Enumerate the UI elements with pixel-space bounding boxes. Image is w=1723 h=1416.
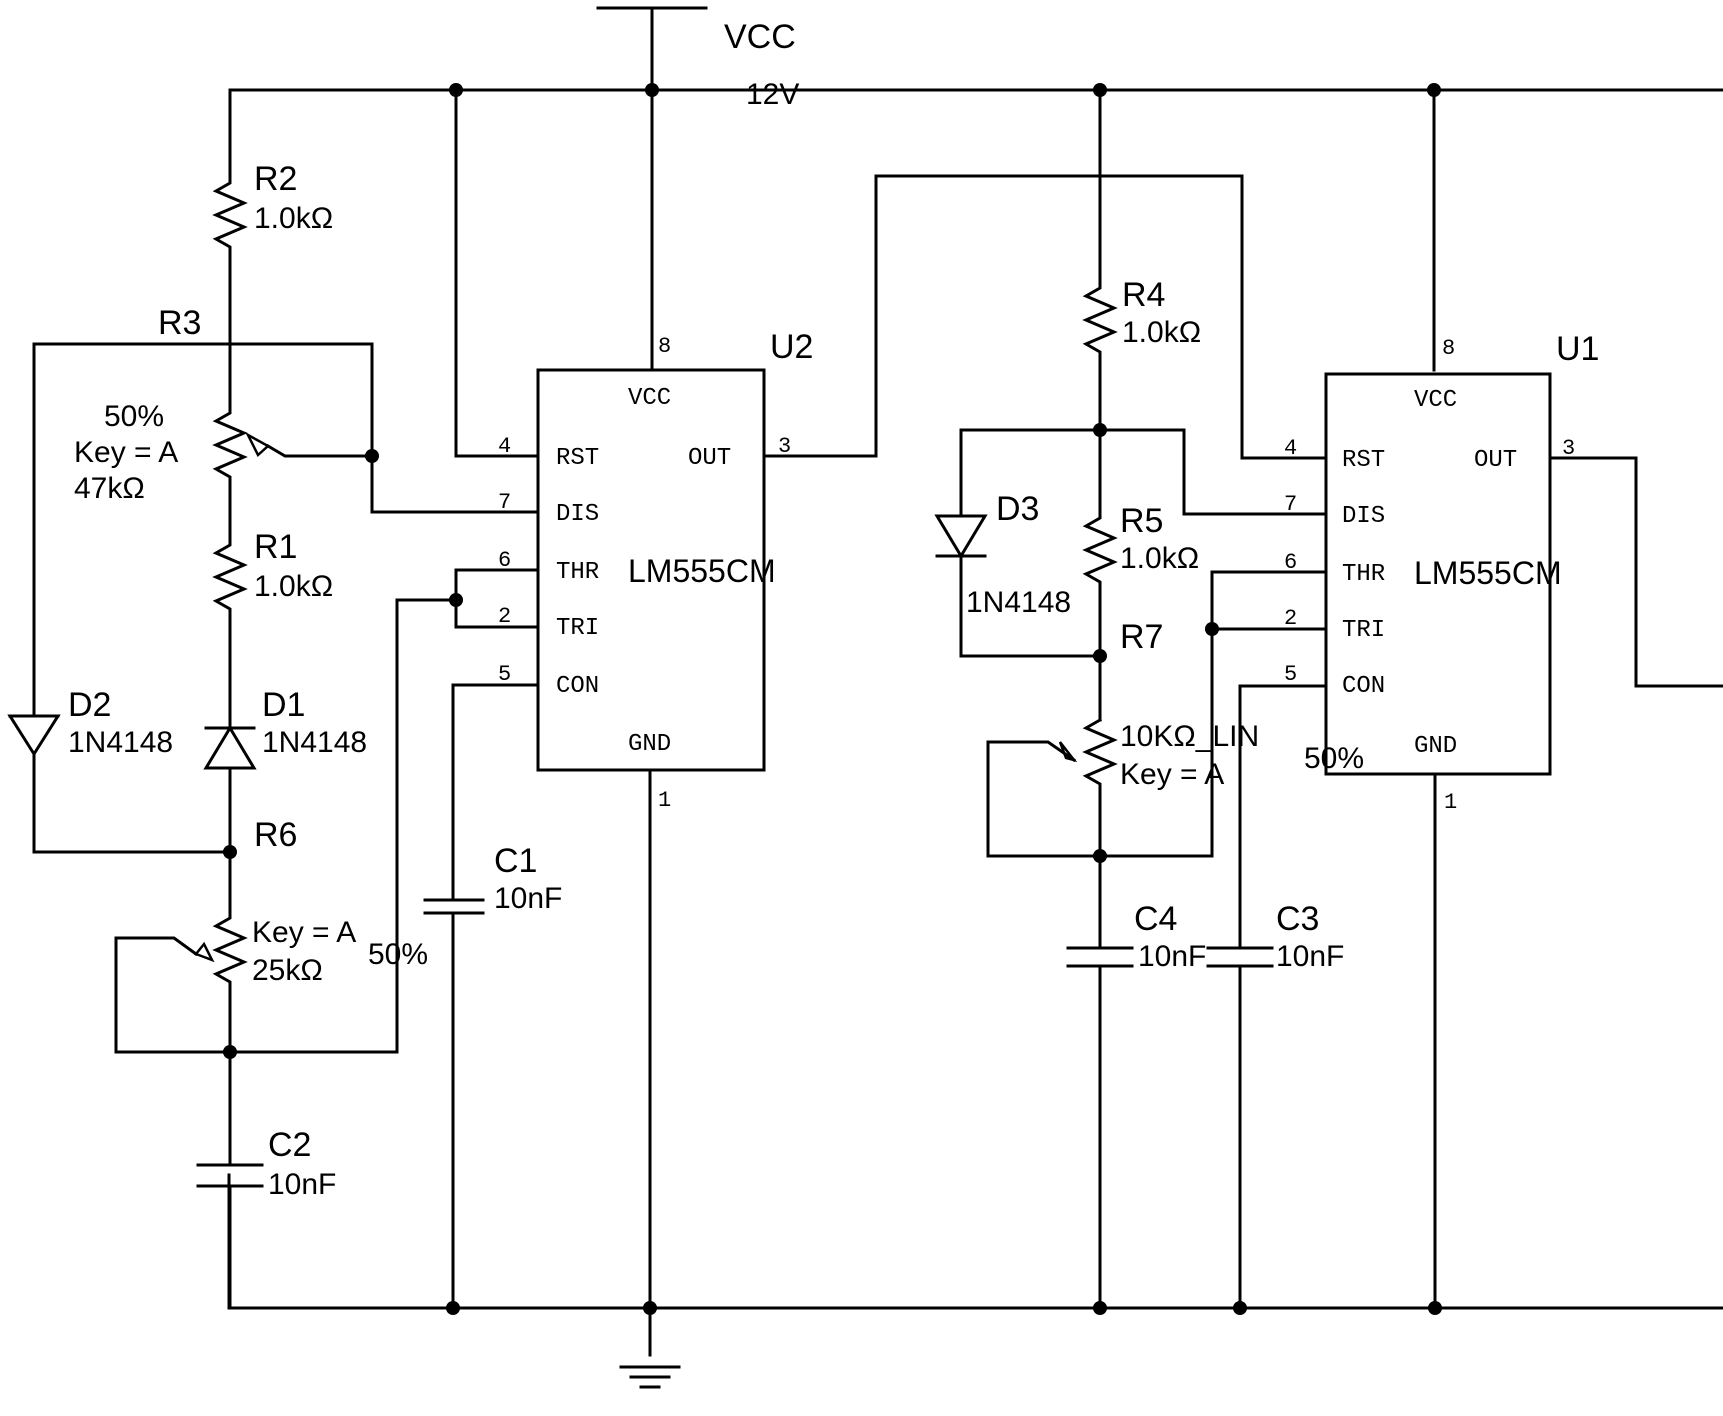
c1-value: 10nF [494,882,562,915]
r1-ref: R1 [254,528,297,566]
u2-pin-num-1: 1 [658,788,671,813]
u2-pin-num-5: 5 [498,662,511,687]
junction-dots [223,83,1442,1315]
u2-pin-gnd: GND [628,731,671,758]
u2-pin-con: CON [556,673,599,700]
d3-part: 1N4148 [966,586,1071,619]
d2-ref: D2 [68,686,111,724]
u1-pin-num-5: 5 [1284,662,1297,687]
r6-value: 25kΩ [252,954,323,987]
supply-name: VCC [724,18,796,56]
c3-value: 10nF [1276,940,1344,973]
d1-part: 1N4148 [262,726,367,759]
u1-pin-out: OUT [1474,447,1517,474]
u1-pin-num-1: 1 [1444,790,1457,815]
chip-u2: LM555CM U2 VCC RST OUT DIS THR TRI CON G… [498,328,813,813]
u1-pin-tri: TRI [1342,617,1385,644]
r7-value: 10KΩ_LIN [1120,720,1259,753]
u1-pin-thr: THR [1342,561,1385,588]
u2-pin-out: OUT [688,445,731,472]
c4-value: 10nF [1138,940,1206,973]
r7-setting: 50% [1304,742,1364,775]
u1-pin-rst: RST [1342,447,1385,474]
u1-pin-gnd: GND [1414,733,1457,760]
c2-value: 10nF [268,1168,336,1201]
r2-value: 1.0kΩ [254,202,333,235]
u1-pin-num-4: 4 [1284,436,1297,461]
u2-pin-num-2: 2 [498,604,511,629]
u2-pin-vcc: VCC [628,385,671,412]
r7-ref: R7 [1120,618,1163,656]
chip-u1: LM555CM U1 VCC RST OUT DIS THR TRI CON G… [1284,330,1599,815]
r3-value: 47kΩ [74,472,145,505]
u2-pin-num-8: 8 [658,334,671,359]
c2-ref: C2 [268,1126,311,1164]
u2-pin-num-3: 3 [778,434,791,459]
r6-key: Key = A [252,916,356,949]
u1-pin-num-8: 8 [1442,336,1455,361]
r2-ref: R2 [254,160,297,198]
r5-value: 1.0kΩ [1120,542,1199,575]
r3-ref: R3 [158,304,201,342]
r3-setting: 50% [104,400,164,433]
u1-pin-num-3: 3 [1562,436,1575,461]
r6-setting: 50% [368,938,428,971]
d3-ref: D3 [996,490,1039,528]
u1-pin-dis: DIS [1342,503,1385,530]
u2-timing-network [7,168,1328,1310]
r6-ref: R6 [254,816,297,854]
u2-pin-rst: RST [556,445,599,472]
supply-voltage: 12V [746,78,799,111]
u2-pin-num-4: 4 [498,434,511,459]
r4-ref: R4 [1122,276,1165,314]
u2-pin-tri: TRI [556,615,599,642]
u2-pin-num-6: 6 [498,548,511,573]
d1-ref: D1 [262,686,305,724]
r1-value: 1.0kΩ [254,570,333,603]
component-labels: VCC 12V R2 1.0kΩ R3 50% Key = A 47kΩ R1 … [68,18,1364,1201]
u1-pin-num-7: 7 [1284,492,1297,517]
u1-part-label: LM555CM [1414,555,1562,591]
c3-ref: C3 [1276,900,1319,938]
r5-ref: R5 [1120,502,1163,540]
u2-part-label: LM555CM [628,553,776,589]
u1-pin-con: CON [1342,673,1385,700]
c4-ref: C4 [1134,900,1177,938]
u1-timing-network [934,278,1723,1310]
u2-pin-dis: DIS [556,501,599,528]
u2-pin-num-7: 7 [498,490,511,515]
r3-key: Key = A [74,436,178,469]
u1-pin-vcc: VCC [1414,387,1457,414]
r4-value: 1.0kΩ [1122,316,1201,349]
u1-pin-num-2: 2 [1284,606,1297,631]
r7-key: Key = A [1120,758,1224,791]
u2-ref-label: U2 [770,328,813,366]
c1-ref: C1 [494,842,537,880]
u2-pin-thr: THR [556,559,599,586]
d2-part: 1N4148 [68,726,173,759]
u1-ref-label: U1 [1556,330,1599,368]
u1-pin-num-6: 6 [1284,550,1297,575]
supply-wiring [228,6,1723,458]
